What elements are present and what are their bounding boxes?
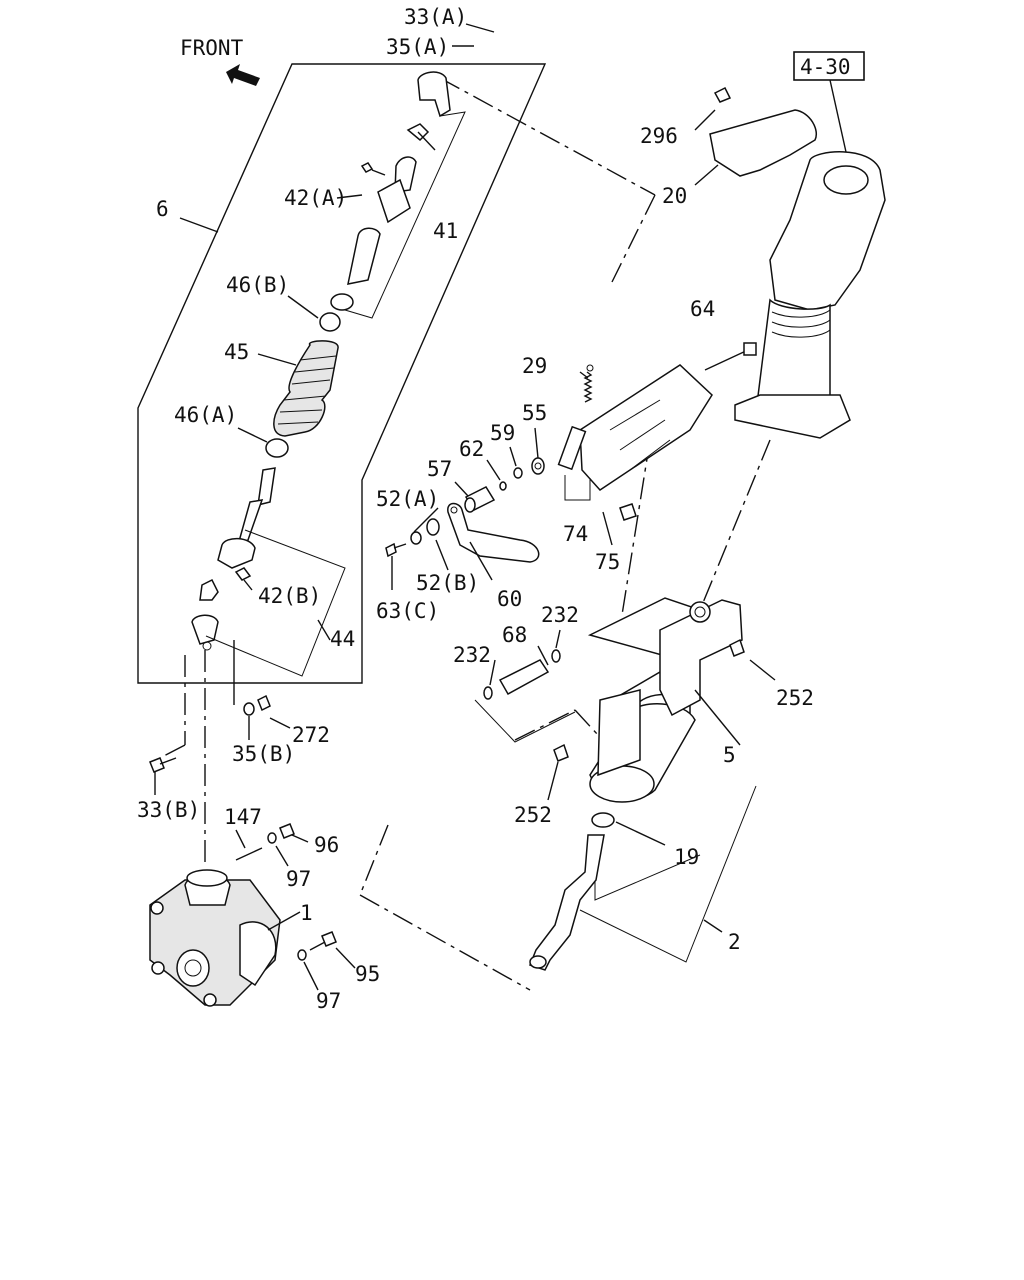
label-96: 96 xyxy=(314,833,339,857)
label-52a: 52(A) xyxy=(376,487,439,511)
label-46a: 46(A) xyxy=(174,403,237,427)
label-35a: 35(A) xyxy=(386,35,449,59)
label-62: 62 xyxy=(459,437,484,461)
small-hardware[interactable] xyxy=(385,457,545,558)
label-46b: 46(B) xyxy=(226,273,289,297)
front-label: FRONT xyxy=(180,36,244,60)
label-232b: 232 xyxy=(541,603,579,627)
label-33b: 33(B) xyxy=(137,798,200,822)
label-68: 68 xyxy=(502,623,527,647)
label-147: 147 xyxy=(224,805,262,829)
bolt-64[interactable] xyxy=(704,342,757,371)
label-19: 19 xyxy=(674,845,699,869)
label-41: 41 xyxy=(433,219,458,243)
lever-60[interactable] xyxy=(447,502,540,563)
label-42b: 42(B) xyxy=(258,584,321,608)
steering-gear-box[interactable] xyxy=(149,869,281,1007)
label-272: 272 xyxy=(292,723,330,747)
leader-lines xyxy=(159,77,771,991)
tilt-bracket[interactable] xyxy=(557,364,713,491)
label-20: 20 xyxy=(662,184,687,208)
reference-box-label: 4-30 xyxy=(800,55,851,79)
label-44: 44 xyxy=(330,627,355,651)
label-6: 6 xyxy=(156,197,169,221)
label-252b: 252 xyxy=(514,803,552,827)
upper-shaft[interactable] xyxy=(319,71,466,332)
lower-shaft[interactable] xyxy=(191,467,346,677)
steering-column[interactable] xyxy=(587,597,743,803)
label-57: 57 xyxy=(427,457,452,481)
label-64: 64 xyxy=(690,297,715,321)
label-97a: 97 xyxy=(286,867,311,891)
assembly-6-outline xyxy=(137,63,547,684)
label-5: 5 xyxy=(723,743,736,767)
label-97b: 97 xyxy=(316,989,341,1013)
front-indicator: FRONT xyxy=(180,36,260,86)
label-35b: 35(B) xyxy=(232,742,295,766)
bellows-45[interactable] xyxy=(265,340,339,458)
label-74: 74 xyxy=(563,522,588,546)
label-45: 45 xyxy=(224,340,249,364)
spring-29[interactable] xyxy=(583,364,594,403)
label-leaders xyxy=(235,23,776,991)
reference-box[interactable]: 4-30 xyxy=(793,51,865,153)
label-232a: 232 xyxy=(453,643,491,667)
label-29: 29 xyxy=(522,354,547,378)
label-42a: 42(A) xyxy=(284,186,347,210)
front-arrow-icon xyxy=(226,64,260,86)
column-cover[interactable] xyxy=(709,86,886,439)
label-1: 1 xyxy=(300,901,313,925)
label-59: 59 xyxy=(490,421,515,445)
label-75: 75 xyxy=(595,550,620,574)
part-labels: 33(A) 35(A) 296 20 6 42(A) 41 46(B) 45 4… xyxy=(137,5,814,1013)
label-60: 60 xyxy=(497,587,522,611)
label-296: 296 xyxy=(640,124,678,148)
label-33a: 33(A) xyxy=(404,5,467,29)
label-52b: 52(B) xyxy=(416,571,479,595)
label-63c: 63(C) xyxy=(376,599,439,623)
label-55: 55 xyxy=(522,401,547,425)
label-252a: 252 xyxy=(776,686,814,710)
column-shaft[interactable] xyxy=(529,785,757,971)
hardware-bottom-left[interactable] xyxy=(149,640,337,961)
label-95: 95 xyxy=(355,962,380,986)
hardware-right[interactable] xyxy=(474,475,745,762)
label-2: 2 xyxy=(728,930,741,954)
